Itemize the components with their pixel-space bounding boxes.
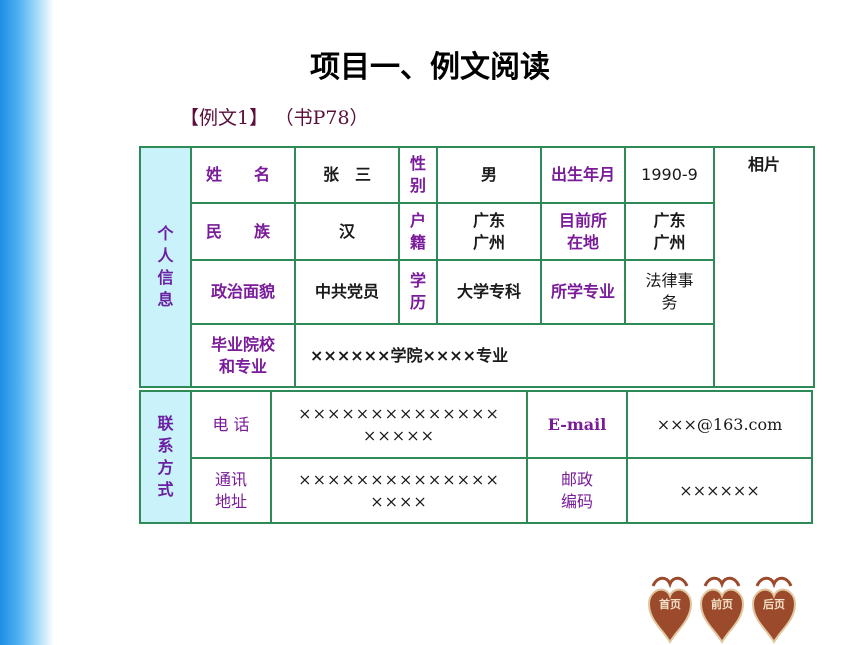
residence-value: 广东广州 bbox=[624, 202, 715, 261]
address-value: ×××××××××××××××××× bbox=[270, 457, 528, 524]
example-caption: 【例文1】 （书P78） bbox=[180, 103, 369, 130]
hukou-value: 广东广州 bbox=[436, 202, 542, 261]
political-label: 政治面貌 bbox=[190, 259, 296, 325]
heart-icon bbox=[751, 576, 797, 644]
ethnicity-label: 民 族 bbox=[190, 202, 296, 261]
residence-label: 目前所在地 bbox=[540, 202, 626, 261]
prev-label: 前页 bbox=[711, 598, 733, 611]
education-label: 学历 bbox=[398, 259, 438, 325]
address-label: 通讯地址 bbox=[190, 457, 272, 524]
education-value: 大学专科 bbox=[436, 259, 542, 325]
hukou-label: 户籍 bbox=[398, 202, 438, 261]
photo-placeholder: 相片 bbox=[713, 146, 815, 388]
contact-section-label: 联系方式 bbox=[139, 390, 192, 524]
book-reference: （书P78） bbox=[284, 107, 369, 129]
email-label: E-mail bbox=[526, 390, 628, 459]
phone-label: 电 话 bbox=[190, 390, 272, 459]
school-label: 毕业院校和专业 bbox=[190, 323, 296, 388]
heart-icon bbox=[647, 576, 693, 644]
home-nav-button[interactable]: 首页 bbox=[645, 572, 695, 644]
gender-value: 男 bbox=[436, 146, 542, 204]
phone-value: ××××××××××××××××××× bbox=[270, 390, 528, 459]
gender-label: 性别 bbox=[398, 146, 438, 204]
postcode-value: ×××××× bbox=[626, 457, 813, 524]
prev-nav-button[interactable]: 前页 bbox=[697, 572, 747, 644]
ethnicity-value: 汉 bbox=[294, 202, 400, 261]
major-value: 法律事务 bbox=[624, 259, 715, 325]
next-nav-button[interactable]: 后页 bbox=[749, 572, 799, 644]
side-gradient-strip bbox=[0, 0, 54, 645]
name-value: 张 三 bbox=[294, 146, 400, 204]
school-value: ××××××学院××××专业 bbox=[294, 323, 715, 388]
major-label: 所学专业 bbox=[540, 259, 626, 325]
political-value: 中共党员 bbox=[294, 259, 400, 325]
birth-label: 出生年月 bbox=[540, 146, 626, 204]
home-label: 首页 bbox=[659, 598, 681, 611]
contact-info-table: 联系方式 电 话 ××××××××××××××××××× E-mail ×××@… bbox=[139, 390, 813, 524]
birth-value: 1990-9 bbox=[624, 146, 715, 204]
next-label: 后页 bbox=[763, 598, 785, 611]
name-label: 姓 名 bbox=[190, 146, 296, 204]
email-value: ×××@163.com bbox=[626, 390, 813, 459]
example-label: 【例文1】 bbox=[180, 107, 269, 129]
personal-info-table: 个人信息 姓 名 张 三 性别 男 出生年月 1990-9 相片 民 族 汉 户… bbox=[139, 146, 815, 388]
postcode-label: 邮政编码 bbox=[526, 457, 628, 524]
page-title: 项目一、例文阅读 bbox=[310, 50, 550, 85]
heart-icon bbox=[699, 576, 745, 644]
personal-section-label: 个人信息 bbox=[139, 146, 192, 388]
